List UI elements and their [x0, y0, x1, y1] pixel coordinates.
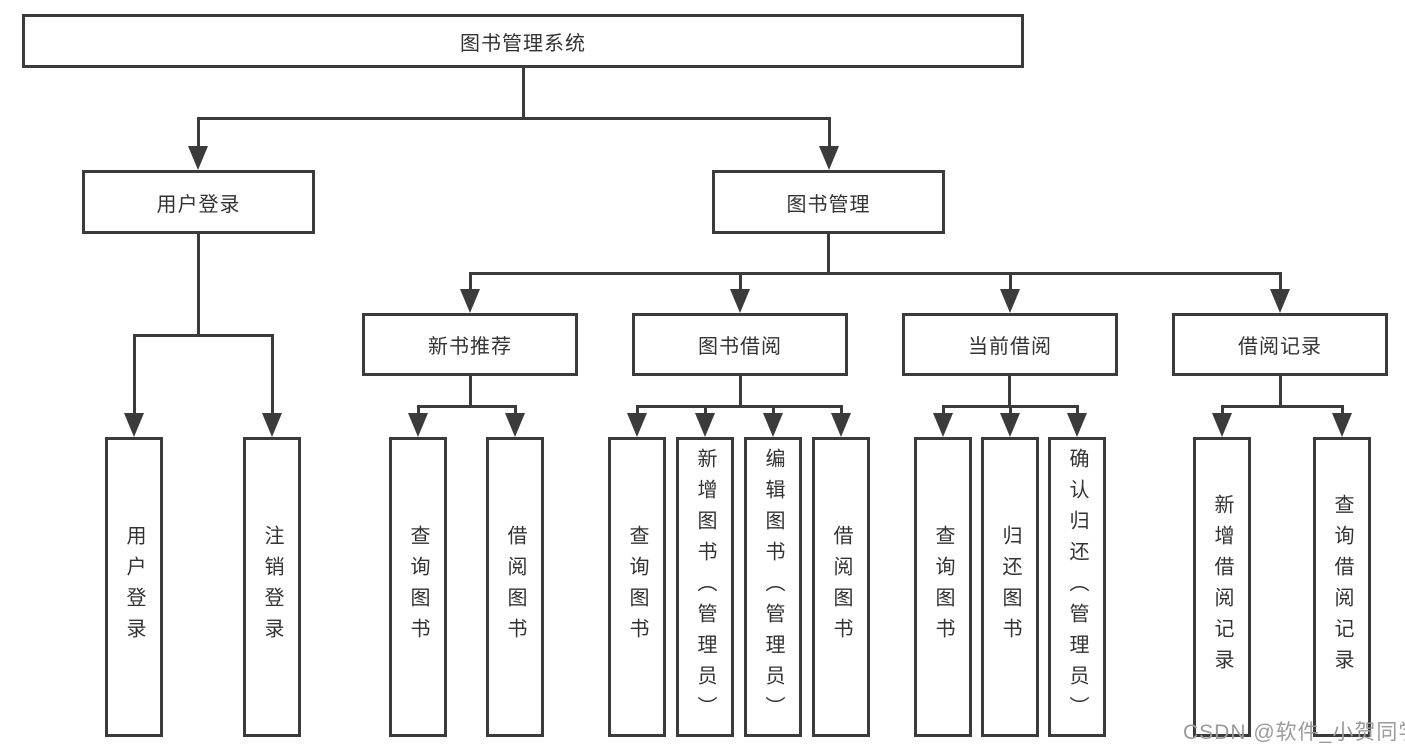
- leaf-record-query-label: 查询借阅记录: [1331, 494, 1353, 680]
- connector-userlogin-drop-2: [271, 334, 274, 414]
- node-book-mgmt: 图书管理: [712, 170, 945, 234]
- leaf-newbook-query: 查询图书: [389, 437, 447, 737]
- connector-root-drop-right: [828, 117, 831, 149]
- leaf-user-login-label: 用户登录: [123, 525, 145, 649]
- leaf-record-add: 新增借阅记录: [1193, 437, 1251, 737]
- leaf-logout: 注销登录: [243, 437, 301, 737]
- leaf-currentborrow-confirm-label: 确认归还（管理员）: [1066, 447, 1088, 727]
- leaf-bookborrow-borrow-label: 借阅图书: [830, 525, 852, 649]
- connector-bookborrow-stem: [739, 375, 742, 408]
- node-user-login-label: 用户登录: [156, 193, 241, 216]
- leaf-record-query: 查询借阅记录: [1313, 437, 1371, 737]
- connector-root-drop-left: [197, 117, 200, 149]
- arrow-down-icon: [188, 146, 208, 170]
- connector-newbook-drop-2: [514, 405, 517, 415]
- connector-bookborrow-drop-3: [772, 405, 775, 415]
- connector-currentborrow-stem: [1008, 375, 1011, 408]
- arrow-down-icon: [1067, 413, 1087, 437]
- leaf-currentborrow-query: 查询图书: [914, 437, 972, 737]
- leaf-newbook-borrow: 借阅图书: [486, 437, 544, 737]
- node-root-label: 图书管理系统: [460, 32, 586, 55]
- connector-userlogin-rail: [133, 334, 274, 337]
- leaf-bookborrow-borrow: 借阅图书: [812, 437, 870, 737]
- arrow-down-icon: [262, 413, 282, 437]
- connector-bookmgmt-drop-2: [739, 272, 742, 292]
- connector-currentborrow-drop-2: [1009, 405, 1012, 415]
- node-user-login: 用户登录: [82, 170, 315, 234]
- csdn-watermark: CSDN @软件_小贺同学: [1183, 721, 1405, 744]
- node-borrow-record-label: 借阅记录: [1238, 336, 1322, 358]
- leaf-currentborrow-confirm: 确认归还（管理员）: [1048, 437, 1106, 737]
- arrow-down-icon: [1212, 413, 1232, 437]
- connector-bookmgmt-drop-4: [1279, 272, 1282, 292]
- leaf-bookborrow-query-label: 查询图书: [626, 525, 648, 649]
- node-book-borrow: 图书借阅: [632, 313, 848, 376]
- leaf-currentborrow-return: 归还图书: [981, 437, 1039, 737]
- leaf-record-add-label: 新增借阅记录: [1211, 494, 1233, 680]
- connector-bookmgmt-drop-1: [469, 272, 472, 292]
- arrow-down-icon: [460, 289, 480, 313]
- connector-userlogin-drop-1: [133, 334, 136, 414]
- arrow-down-icon: [1270, 289, 1290, 313]
- leaf-newbook-query-label: 查询图书: [407, 525, 429, 649]
- connector-borrowrecord-drop-2: [1341, 405, 1344, 415]
- arrow-down-icon: [695, 413, 715, 437]
- connector-currentborrow-drop-1: [942, 405, 945, 415]
- connector-bookborrow-drop-1: [636, 405, 639, 415]
- connector-bookmgmt-stem: [827, 234, 830, 274]
- connector-root-stem: [522, 67, 525, 119]
- leaf-bookborrow-add-label: 新增图书（管理员）: [694, 447, 716, 727]
- connector-currentborrow-drop-3: [1076, 405, 1079, 415]
- arrow-down-icon: [1000, 289, 1020, 313]
- leaf-bookborrow-edit: 编辑图书（管理员）: [744, 437, 802, 737]
- connector-bookborrow-drop-2: [704, 405, 707, 415]
- connector-newbook-drop-1: [417, 405, 420, 415]
- connector-newbook-rail: [417, 405, 516, 408]
- leaf-bookborrow-add: 新增图书（管理员）: [676, 437, 734, 737]
- connector-newbook-stem: [469, 375, 472, 408]
- arrow-down-icon: [933, 413, 953, 437]
- arrow-down-icon: [627, 413, 647, 437]
- connector-userlogin-stem: [197, 234, 200, 336]
- node-book-borrow-label: 图书借阅: [698, 336, 782, 358]
- leaf-newbook-borrow-label: 借阅图书: [504, 525, 526, 649]
- connector-bookborrow-drop-4: [840, 405, 843, 415]
- leaf-currentborrow-query-label: 查询图书: [932, 525, 954, 649]
- arrow-down-icon: [1332, 413, 1352, 437]
- node-new-book-label: 新书推荐: [428, 336, 512, 358]
- node-root: 图书管理系统: [22, 14, 1024, 68]
- node-current-borrow-label: 当前借阅: [968, 336, 1052, 358]
- arrow-down-icon: [505, 413, 525, 437]
- node-book-mgmt-label: 图书管理: [786, 193, 871, 216]
- arrow-down-icon: [730, 289, 750, 313]
- connector-bookmgmt-drop-3: [1009, 272, 1012, 292]
- connector-bookmgmt-rail: [469, 272, 1281, 275]
- connector-borrowrecord-rail: [1221, 405, 1344, 408]
- leaf-bookborrow-query: 查询图书: [608, 437, 666, 737]
- node-borrow-record: 借阅记录: [1172, 313, 1388, 376]
- node-current-borrow: 当前借阅: [902, 313, 1118, 376]
- arrow-down-icon: [819, 146, 839, 170]
- connector-borrowrecord-drop-1: [1221, 405, 1224, 415]
- leaf-currentborrow-return-label: 归还图书: [999, 525, 1021, 649]
- connector-root-rail: [197, 117, 831, 120]
- arrow-down-icon: [831, 413, 851, 437]
- node-new-book: 新书推荐: [362, 313, 578, 376]
- connector-bookborrow-rail: [636, 405, 843, 408]
- leaf-bookborrow-edit-label: 编辑图书（管理员）: [762, 447, 784, 727]
- connector-borrowrecord-stem: [1279, 375, 1282, 408]
- arrow-down-icon: [763, 413, 783, 437]
- leaf-logout-label: 注销登录: [261, 525, 283, 649]
- arrow-down-icon: [408, 413, 428, 437]
- arrow-down-icon: [1000, 413, 1020, 437]
- arrow-down-icon: [124, 413, 144, 437]
- leaf-user-login: 用户登录: [105, 437, 163, 737]
